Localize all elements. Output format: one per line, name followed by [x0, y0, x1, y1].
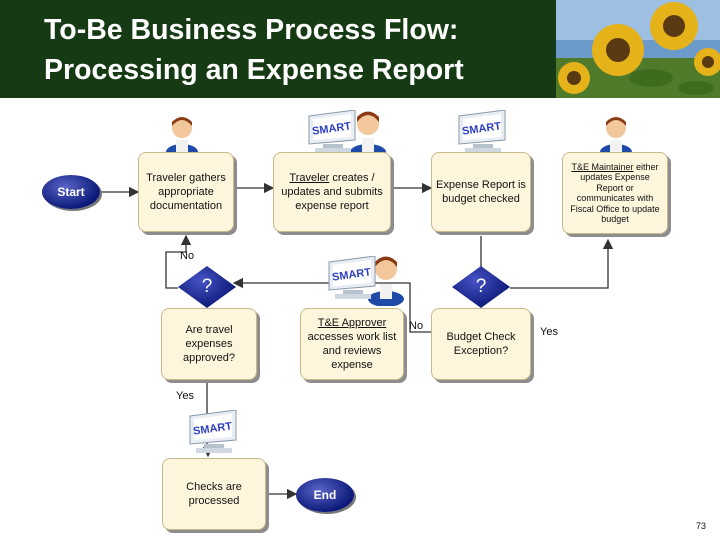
computer-monitor-icon: SMART [455, 109, 509, 156]
actor-label: T&E Maintainer [571, 161, 634, 172]
process-text: accesses work list and reviews expense [307, 331, 397, 371]
computer-monitor-icon: SMART [325, 255, 379, 302]
svg-text:SMART: SMART [461, 120, 502, 137]
edge-label-yes: Yes [176, 390, 194, 402]
process-label: Traveler gathers appropriate documentati… [146, 172, 226, 212]
svg-text:SMART: SMART [311, 120, 352, 137]
actor-label: T&E Approver [317, 317, 387, 329]
edge-label-yes: Yes [540, 326, 558, 338]
decision-budget-exception: Budget Check Exception? [431, 308, 531, 380]
process-label: Checks are processed [186, 481, 242, 507]
process-checks-processed: Checks are processed [162, 458, 266, 530]
process-te-maintainer: T&E Maintainer either updates Expense Re… [562, 152, 668, 234]
person-icon [368, 256, 404, 306]
process-te-approver: T&E Approver accesses work list and revi… [300, 308, 404, 380]
process-label: Traveler creates / updates and submits e… [277, 171, 387, 213]
page-number: 73 [695, 521, 706, 531]
process-label: T&E Maintainer either updates Expense Re… [566, 162, 664, 225]
decision-question: Are travel expenses approved? [183, 324, 235, 364]
start-label: Start [57, 185, 85, 199]
svg-text:SMART: SMART [331, 266, 372, 283]
process-label: T&E Approver accesses work list and revi… [304, 316, 400, 372]
decision-travel-approved: Are travel expenses approved? [161, 308, 257, 380]
title-line-1: To-Be Business Process Flow: [44, 14, 459, 46]
actor-label: Traveler [289, 172, 330, 184]
process-text: creates / updates and submits expense re… [281, 172, 383, 212]
process-traveler-creates: Traveler creates / updates and submits e… [273, 152, 391, 232]
start-node: Start [42, 175, 100, 209]
process-text: either updates Expense Report or communi… [570, 161, 660, 225]
computer-monitor-icon: SMART [305, 109, 359, 156]
decision-symbol: ? [201, 276, 213, 297]
page-title: To-Be Business Process Flow: Processing … [44, 10, 464, 90]
decision-symbol: ? [475, 276, 487, 297]
process-label: Expense Report is budget checked [436, 179, 526, 205]
computer-monitor-icon: SMART [186, 409, 240, 456]
title-line-2: Processing an Expense Report [44, 54, 464, 86]
edge-label-no: No [409, 320, 424, 332]
title-banner: To-Be Business Process Flow: Processing … [0, 0, 720, 98]
sunflower-photo [556, 0, 720, 98]
process-traveler-gathers: Traveler gathers appropriate documentati… [138, 152, 234, 232]
svg-text:SMART: SMART [192, 420, 233, 437]
end-label: End [313, 488, 337, 502]
end-node: End [296, 478, 354, 512]
edge-label-no: No [180, 250, 195, 262]
process-expense-checked: Expense Report is budget checked [431, 152, 531, 232]
decision-question: Budget Check Exception? [446, 331, 516, 357]
